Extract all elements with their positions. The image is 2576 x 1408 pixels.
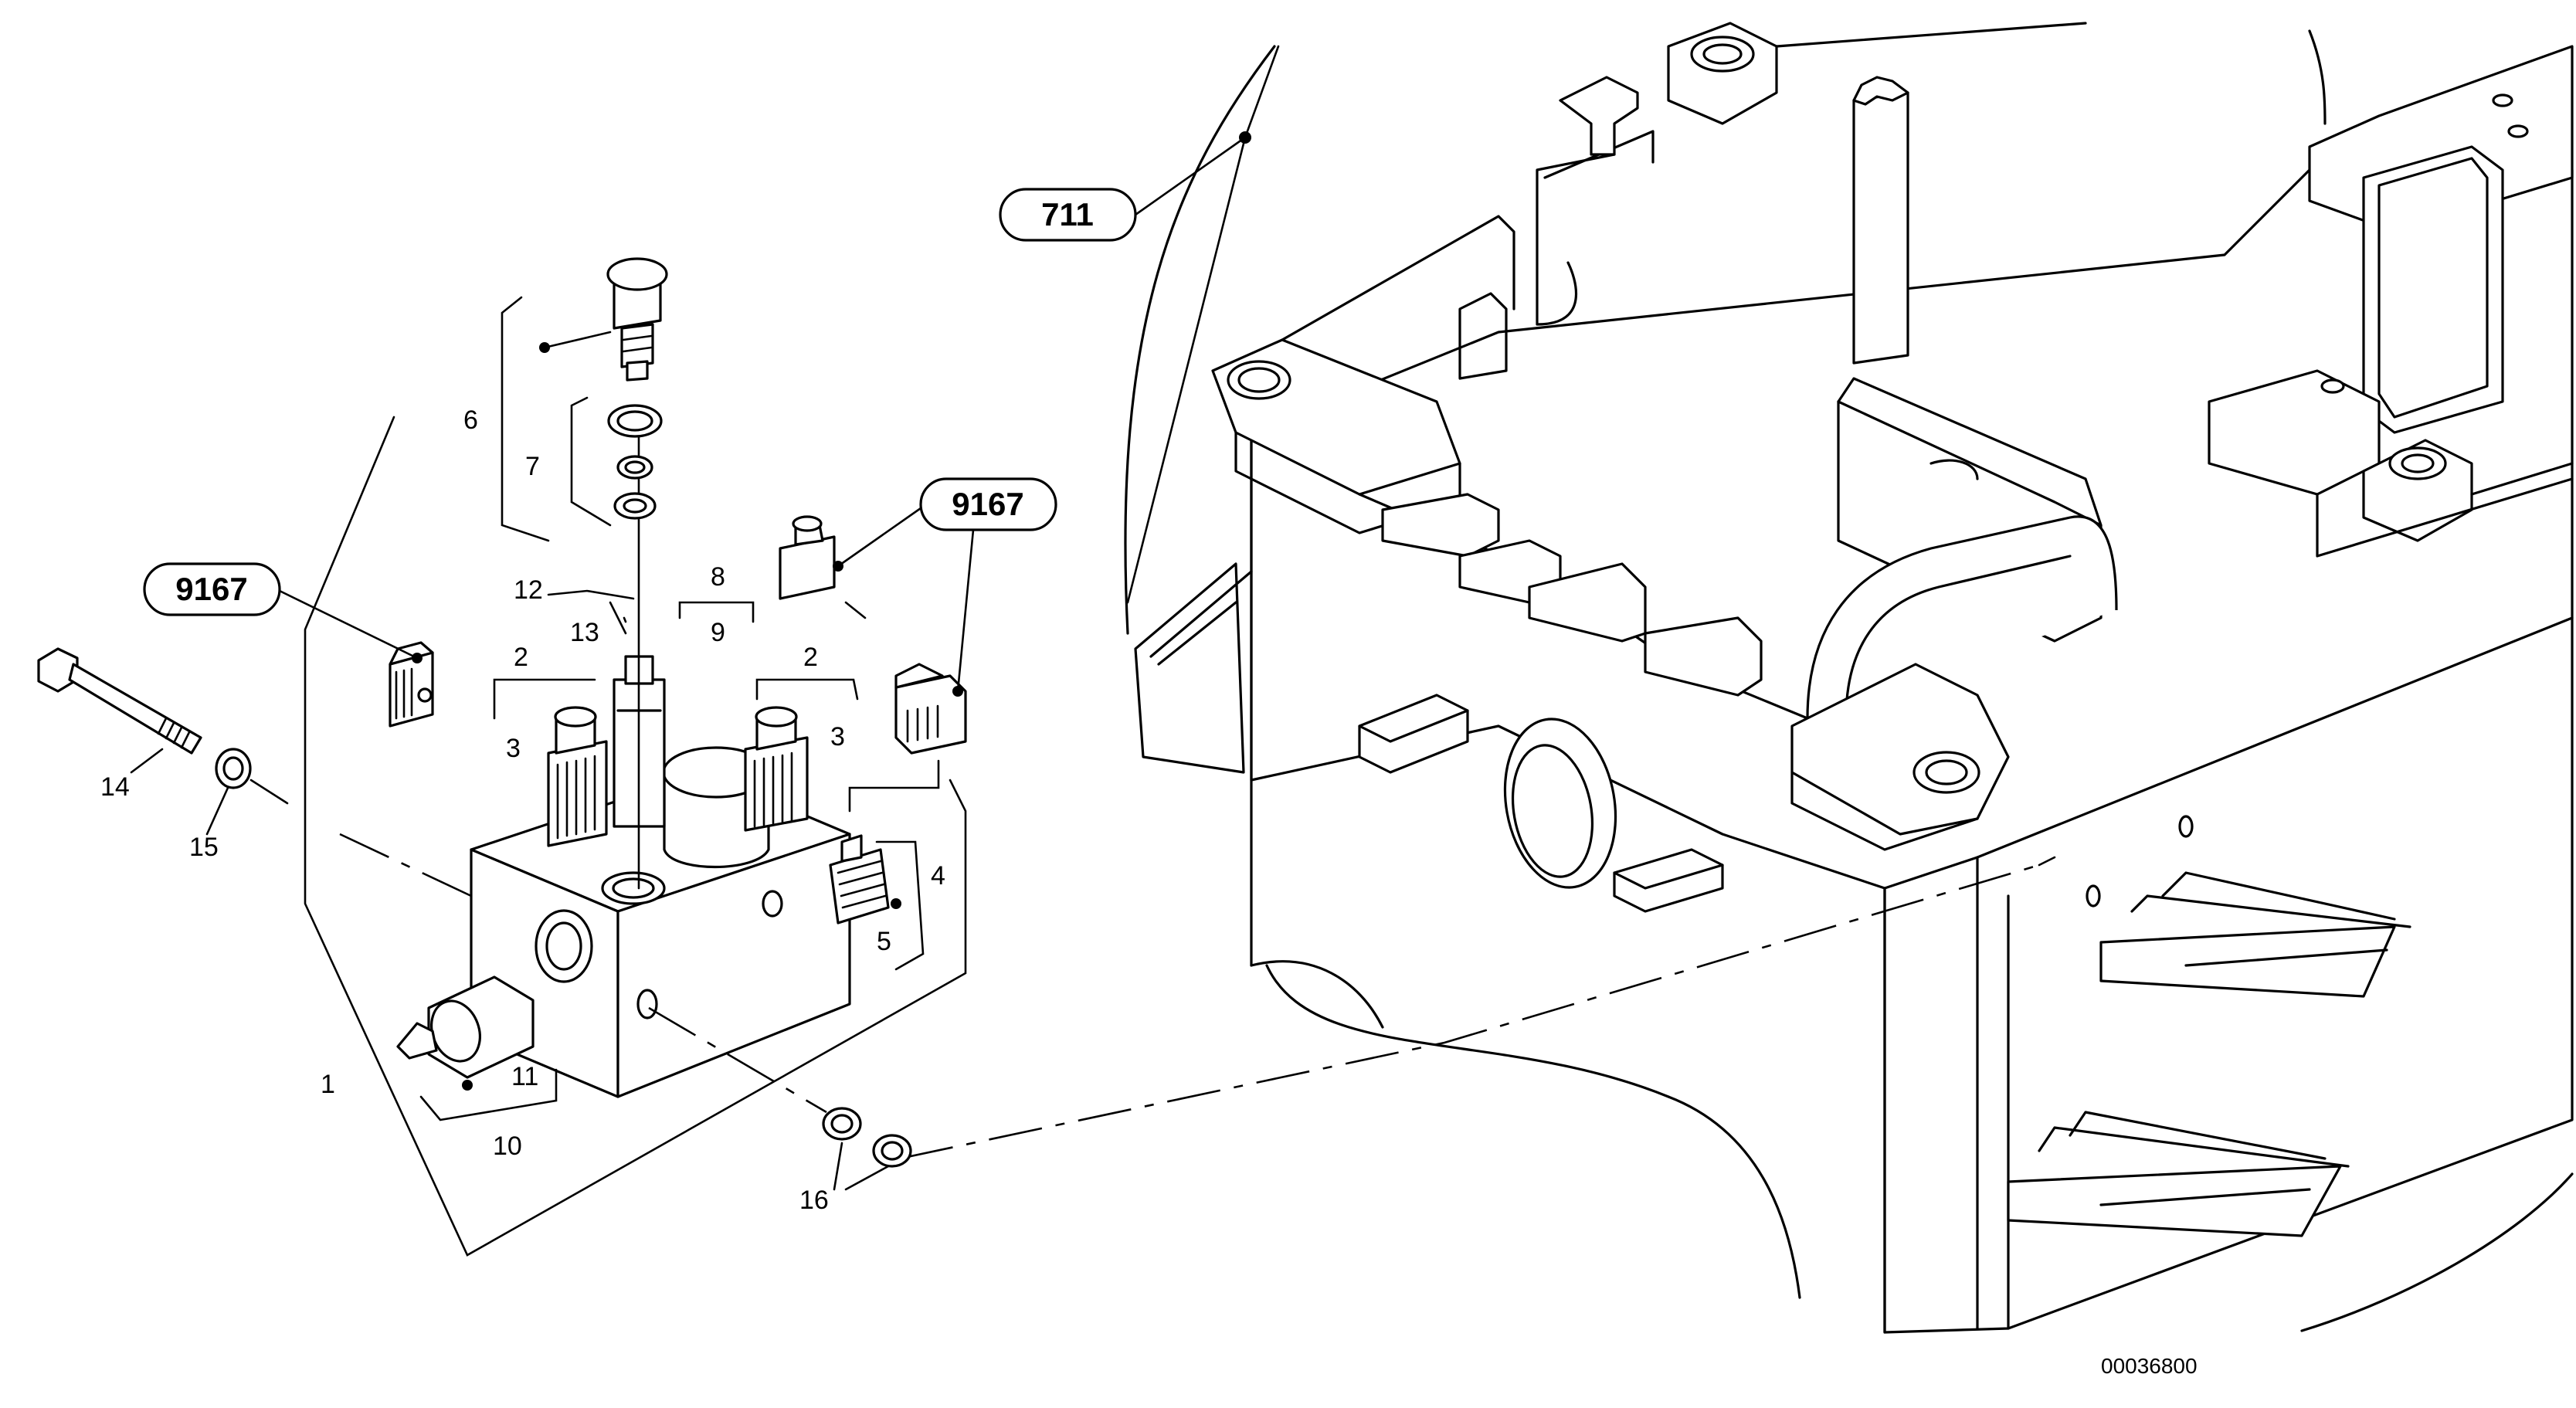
reference-9167-right[interactable]: 9167: [837, 477, 1057, 693]
item-label-15: 15: [189, 833, 219, 862]
frame-assembly: [899, 22, 2574, 1334]
item-label-9: 9: [711, 618, 725, 647]
item-label-14: 14: [100, 772, 130, 802]
reference-711-label: 711: [1041, 196, 1094, 232]
drawing-number: 00036800: [2101, 1354, 2198, 1378]
item-label-13: 13: [570, 618, 599, 647]
item-label-1: 1: [321, 1070, 335, 1099]
item-label-2-right: 2: [803, 643, 818, 672]
reference-9167-left[interactable]: 9167: [143, 562, 419, 660]
item-label-3-left: 3: [506, 734, 521, 763]
item-labels: 1 2 2 3 3 4 5 6 7 8 9 10 11 12 13 14 15 …: [100, 405, 945, 1215]
item-label-11: 11: [511, 1062, 538, 1091]
reference-711[interactable]: 711: [999, 45, 1280, 604]
item-label-4: 4: [931, 861, 945, 891]
item-label-3-right: 3: [830, 722, 845, 751]
reference-9167-left-label: 9167: [175, 571, 247, 607]
item-label-12: 12: [514, 575, 543, 605]
item-label-7: 7: [525, 452, 540, 481]
item-label-10: 10: [493, 1131, 522, 1161]
valve-block-assembly: [37, 257, 967, 1257]
item-label-8: 8: [711, 562, 725, 592]
item-label-2-left: 2: [514, 643, 528, 672]
item-label-6: 6: [463, 405, 478, 435]
item-label-16: 16: [799, 1186, 829, 1215]
reference-9167-right-label: 9167: [952, 486, 1023, 522]
item-label-5: 5: [877, 927, 891, 956]
